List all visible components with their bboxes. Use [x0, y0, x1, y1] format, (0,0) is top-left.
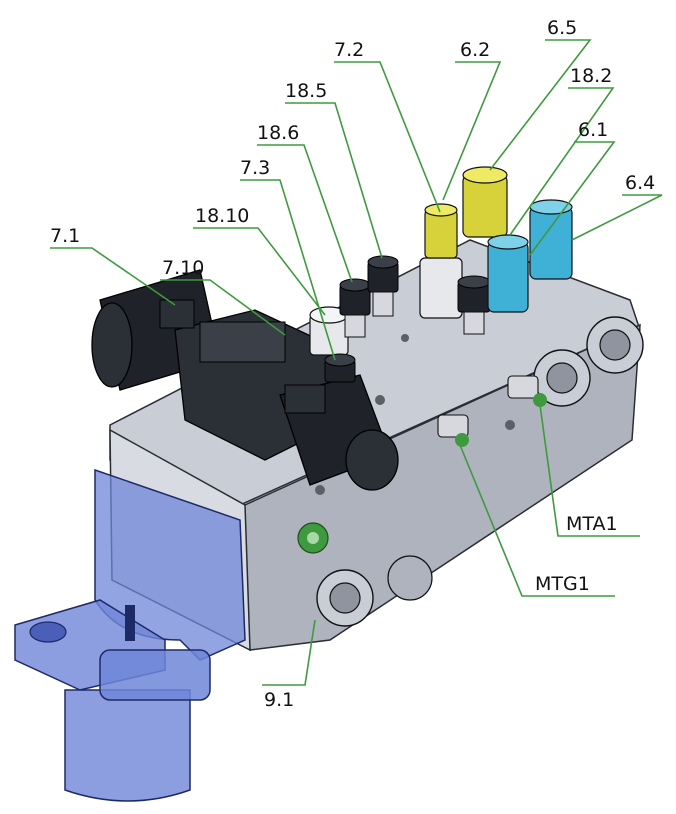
callout-7-2: 7.2 [334, 39, 364, 61]
leader-7-1 [50, 247, 176, 306]
cartridge-18-6 [339, 278, 371, 338]
port-hole [401, 334, 409, 342]
green-plug [297, 522, 329, 554]
leader-6-5 [489, 39, 592, 171]
fitting-9-1 [316, 569, 374, 627]
cartridge-6-5 [462, 166, 508, 238]
leader-18-5 [285, 102, 383, 259]
leader-7-2 [334, 61, 441, 213]
cartridge-18-10 [309, 306, 349, 356]
callout-labels: 7.2 6.2 6.5 18.5 18.2 18.6 6.1 7.3 6.4 1… [50, 17, 655, 711]
connector-right [284, 384, 326, 414]
valve-plate [199, 321, 286, 363]
leader-6-1 [529, 141, 616, 256]
callout-18-10: 18.10 [195, 205, 249, 227]
callout-18-2: 18.2 [570, 65, 612, 87]
leader-6-4 [571, 194, 663, 241]
port-hole [375, 395, 385, 405]
cartridge-18-5 [367, 255, 399, 317]
callout-7-3: 7.3 [240, 157, 270, 179]
filter-neck [99, 649, 211, 701]
leader-7-3 [240, 179, 336, 361]
port-hole [505, 420, 515, 430]
filter-bowl [64, 689, 191, 802]
leader-18-2 [509, 87, 615, 236]
callout-mtg1: MTG1 [535, 573, 590, 595]
callout-7-10: 7.10 [162, 257, 204, 279]
filter-housing [14, 468, 246, 802]
cartridge-valves [309, 166, 573, 383]
cartridge-6-1 [487, 234, 529, 313]
port-hole [315, 485, 325, 495]
leader-18-6 [257, 144, 353, 283]
leader-7-10 [160, 279, 286, 336]
leader-mta1 [539, 404, 640, 537]
fitting-right-top [586, 316, 644, 374]
callout-mta1: MTA1 [566, 513, 618, 535]
leader-9-1 [262, 619, 316, 686]
right-coil-cap [345, 429, 399, 491]
solenoid-valve [91, 269, 399, 491]
leader-lines [50, 39, 663, 686]
left-coil-cap [91, 302, 133, 388]
fitting-right-mid [533, 349, 591, 407]
test-point-mtg1 [437, 414, 469, 447]
test-point-mta1 [507, 375, 547, 407]
connector-7-1 [159, 299, 195, 329]
callout-6-4: 6.4 [625, 172, 655, 194]
filter-window [125, 605, 135, 641]
flange-bolt-hole [29, 621, 67, 643]
callout-9-1: 9.1 [264, 689, 294, 711]
callout-6-1: 6.1 [578, 119, 608, 141]
callout-18-6: 18.6 [257, 122, 299, 144]
leader-mtg1 [459, 444, 615, 597]
callout-7-1: 7.1 [50, 225, 80, 247]
callout-18-5: 18.5 [285, 80, 327, 102]
callout-6-5: 6.5 [547, 17, 577, 39]
fitting-bottom-mid [387, 555, 433, 601]
leader-6-2 [442, 61, 502, 201]
port-fittings [297, 316, 644, 627]
callout-6-2: 6.2 [460, 39, 490, 61]
cartridge-7-3 [324, 353, 356, 383]
cartridge-6-4 [529, 199, 573, 280]
leader-18-10 [193, 227, 326, 316]
cartridge-7-2 [419, 203, 463, 319]
